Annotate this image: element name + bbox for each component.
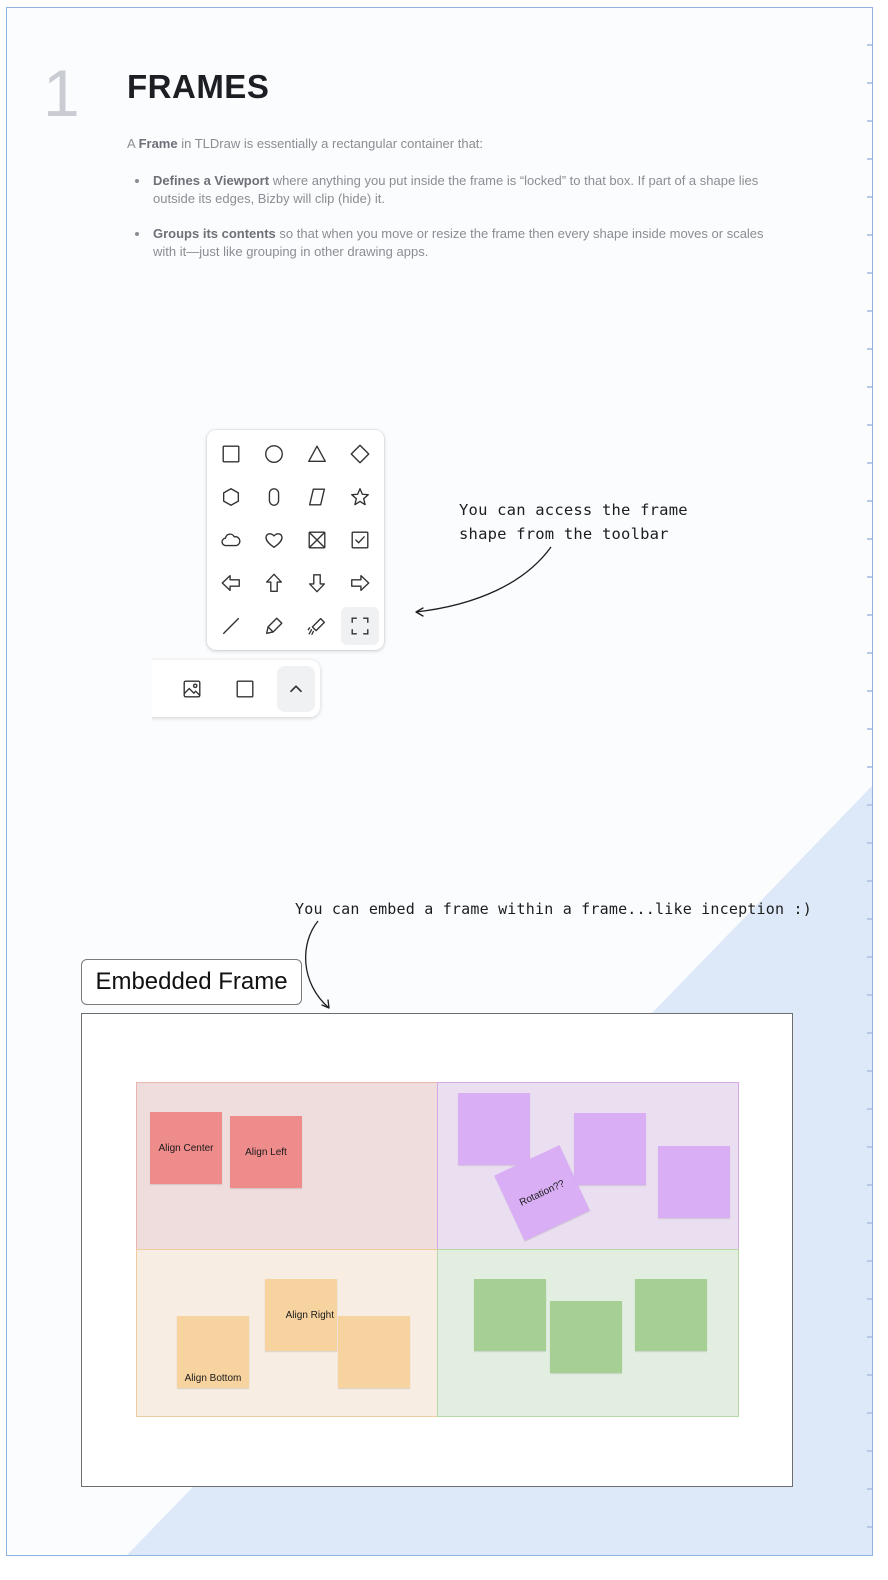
frame-orange[interactable]: Align Bottom Align Right [136, 1249, 438, 1417]
bullet-bold: Groups its contents [153, 226, 276, 241]
chevron-up-icon[interactable] [277, 666, 315, 712]
image-icon[interactable] [173, 666, 211, 712]
bullet-bold: Defines a Viewport [153, 173, 270, 188]
bullet-viewport: Defines a Viewport where anything you pu… [135, 172, 783, 208]
note-text: Align Bottom [184, 1373, 242, 1384]
star-icon[interactable] [341, 478, 379, 516]
bullet-text: so that when you move or resize the fram… [153, 226, 764, 259]
note-text: Align Right [285, 1309, 334, 1321]
sticky-note[interactable] [635, 1279, 707, 1351]
hexagon-icon[interactable] [212, 478, 250, 516]
canvas-page[interactable]: 1 FRAMES A Frame in TLDraw is essentiall… [6, 7, 873, 1556]
check-box-icon[interactable] [341, 521, 379, 559]
frame-icon[interactable] [341, 607, 379, 645]
highlighter-icon[interactable] [255, 607, 293, 645]
intro-prefix: A [127, 136, 139, 151]
bullet-text: where anything you put inside the frame … [153, 173, 759, 206]
ellipse-icon[interactable] [255, 435, 293, 473]
frame-red[interactable]: Align Center Align Left [136, 1082, 438, 1250]
note-text: Align Left [245, 1146, 287, 1158]
x-box-icon[interactable] [298, 521, 336, 559]
sticky-note[interactable] [458, 1093, 530, 1165]
bullet-groups: Groups its contents so that when you mov… [135, 225, 783, 261]
toolbar-note-line1[interactable]: You can access the frame [459, 501, 688, 519]
frame-violet[interactable]: Rotation?? [437, 1082, 739, 1250]
embedded-frame[interactable]: Align Center Align Left Rotation?? Align… [81, 1013, 793, 1487]
oval-icon[interactable] [255, 478, 293, 516]
sticky-note[interactable] [338, 1316, 410, 1388]
diamond-icon[interactable] [341, 435, 379, 473]
inception-note[interactable]: You can embed a frame within a frame...l… [295, 900, 812, 918]
laser-icon[interactable] [298, 607, 336, 645]
sticky-note[interactable]: Align Left [230, 1116, 302, 1188]
intro-suffix: in TLDraw is essentially a rectangular c… [177, 136, 484, 151]
line-icon[interactable] [212, 607, 250, 645]
heart-icon[interactable] [255, 521, 293, 559]
intro-text: A Frame in TLDraw is essentially a recta… [127, 136, 483, 151]
toolbar-clip [7, 653, 152, 725]
bullet-list: Defines a Viewport where anything you pu… [135, 172, 783, 278]
arrow-up-icon[interactable] [255, 564, 293, 602]
trapezoid-icon[interactable] [298, 478, 336, 516]
sticky-note[interactable]: Align Center [150, 1112, 222, 1184]
rectangle-icon[interactable] [212, 435, 250, 473]
section-title: FRAMES [127, 68, 270, 105]
toolbar-note-arrow[interactable] [407, 543, 567, 623]
sticky-note[interactable] [550, 1301, 622, 1373]
frame-label[interactable]: Embedded Frame [81, 959, 302, 1005]
note-text: Rotation?? [517, 1177, 567, 1209]
inception-note-arrow[interactable] [292, 918, 352, 1013]
cloud-icon[interactable] [212, 521, 250, 559]
sticky-note[interactable] [574, 1113, 646, 1185]
note-text: Align Center [158, 1142, 214, 1154]
arrow-down-icon[interactable] [298, 564, 336, 602]
toolbar-note-line2[interactable]: shape from the toolbar [459, 525, 669, 543]
frame-green[interactable] [437, 1249, 739, 1417]
sticky-note[interactable] [474, 1279, 546, 1351]
arrow-right-icon[interactable] [341, 564, 379, 602]
triangle-icon[interactable] [298, 435, 336, 473]
sticky-note[interactable]: Align Right [265, 1279, 337, 1351]
shape-menu-popover [207, 430, 384, 650]
sticky-note[interactable] [658, 1146, 730, 1218]
intro-bold: Frame [138, 136, 178, 151]
section-number: 1 [43, 56, 80, 130]
edge-ruler [867, 8, 872, 1555]
sticky-note[interactable]: Align Bottom [177, 1316, 249, 1388]
rectangle-tool-icon[interactable] [226, 666, 264, 712]
arrow-left-icon[interactable] [212, 564, 250, 602]
